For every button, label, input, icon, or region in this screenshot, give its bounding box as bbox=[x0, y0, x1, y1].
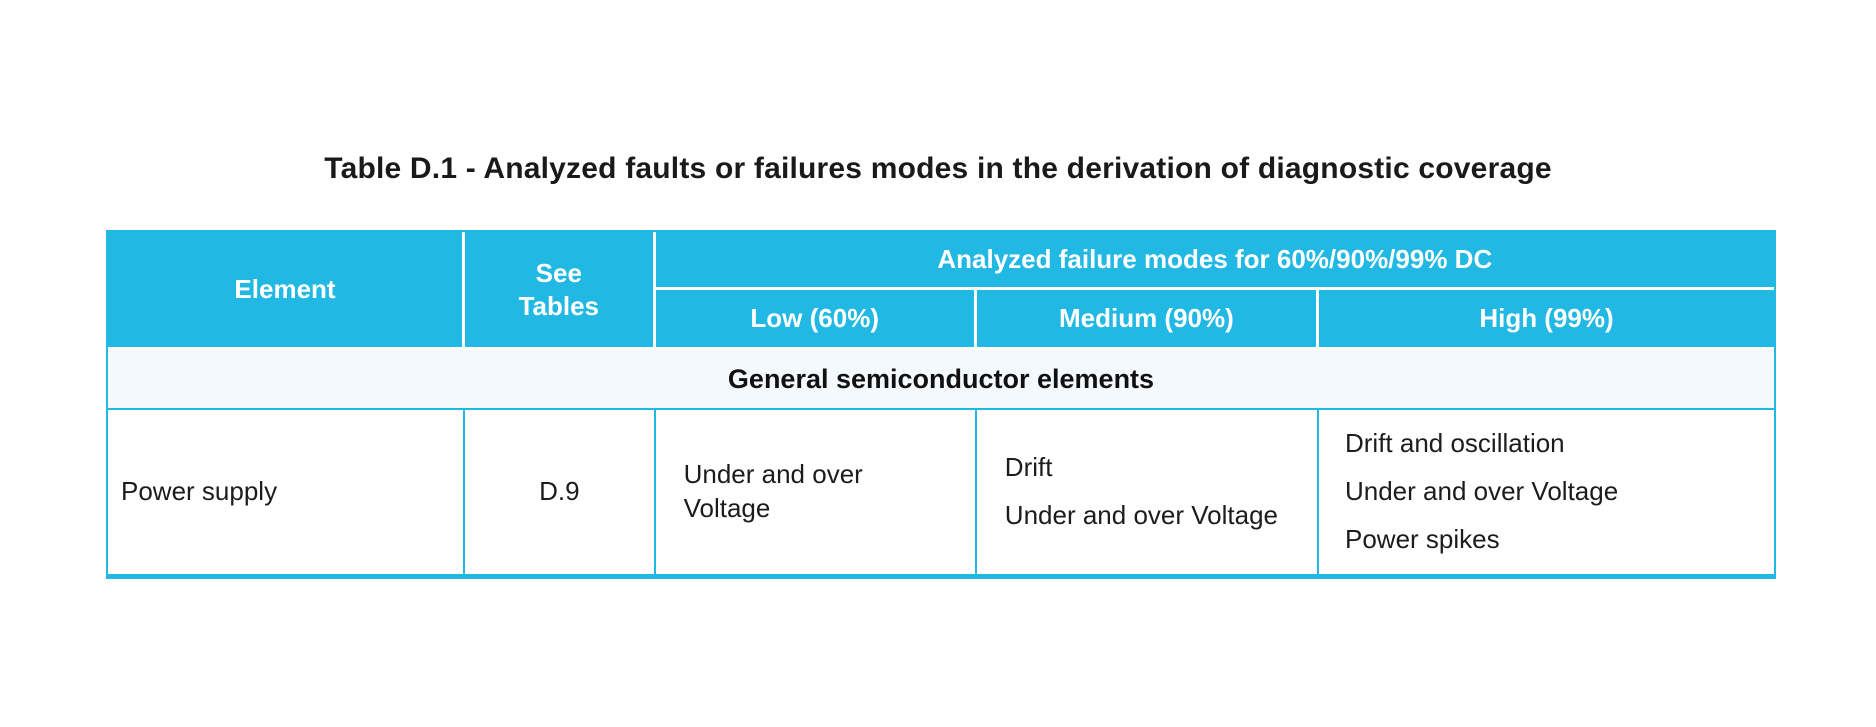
section-header-general-semiconductor-elements: General semiconductor elements bbox=[108, 350, 1774, 410]
column-header-element: Element bbox=[108, 232, 466, 350]
high-failure-mode: Drift and oscillation bbox=[1344, 428, 1565, 459]
high-failure-mode: Power spikes bbox=[1344, 523, 1500, 554]
medium-label: Medium (90%) bbox=[1058, 303, 1234, 334]
see-tables-label-line2: Tables bbox=[518, 290, 600, 321]
column-header-see-tables: See Tables bbox=[465, 232, 656, 350]
column-header-element-label: Element bbox=[234, 274, 336, 305]
see-tables-value: D.9 bbox=[539, 476, 580, 507]
low-failure-mode: Under and over Voltage bbox=[683, 459, 863, 523]
high-label: High (99%) bbox=[1479, 303, 1614, 334]
medium-failure-mode: Drift bbox=[1004, 452, 1053, 483]
cell-element: Power supply bbox=[108, 410, 466, 574]
medium-failure-mode: Under and over Voltage bbox=[1004, 500, 1278, 530]
low-label: Low (60%) bbox=[750, 303, 879, 334]
element-value: Power supply bbox=[121, 476, 278, 507]
failure-modes-table: Element See Tables Analyzed failure mode… bbox=[106, 230, 1776, 579]
analyzed-failure-modes-label: Analyzed failure modes for 60%/90%/99% D… bbox=[937, 244, 1493, 275]
column-header-low: Low (60%) bbox=[655, 290, 977, 350]
cell-see-tables: D.9 bbox=[465, 410, 656, 574]
section-header-label: General semiconductor elements bbox=[727, 363, 1155, 394]
high-failure-mode: Under and over Voltage bbox=[1344, 476, 1619, 507]
column-header-high: High (99%) bbox=[1318, 290, 1774, 350]
page-title: Table D.1 - Analyzed faults or failures … bbox=[324, 152, 1552, 185]
cell-medium-failure-modes: Drift Under and over Voltage bbox=[976, 410, 1319, 574]
column-header-analyzed-failure-modes: Analyzed failure modes for 60%/90%/99% D… bbox=[655, 232, 1774, 290]
cell-low-failure-modes: Under and over Voltage bbox=[655, 410, 977, 574]
see-tables-label-line1: See bbox=[535, 258, 582, 288]
column-header-medium: Medium (90%) bbox=[976, 290, 1319, 350]
cell-high-failure-modes: Drift and oscillation Under and over Vol… bbox=[1318, 410, 1774, 574]
